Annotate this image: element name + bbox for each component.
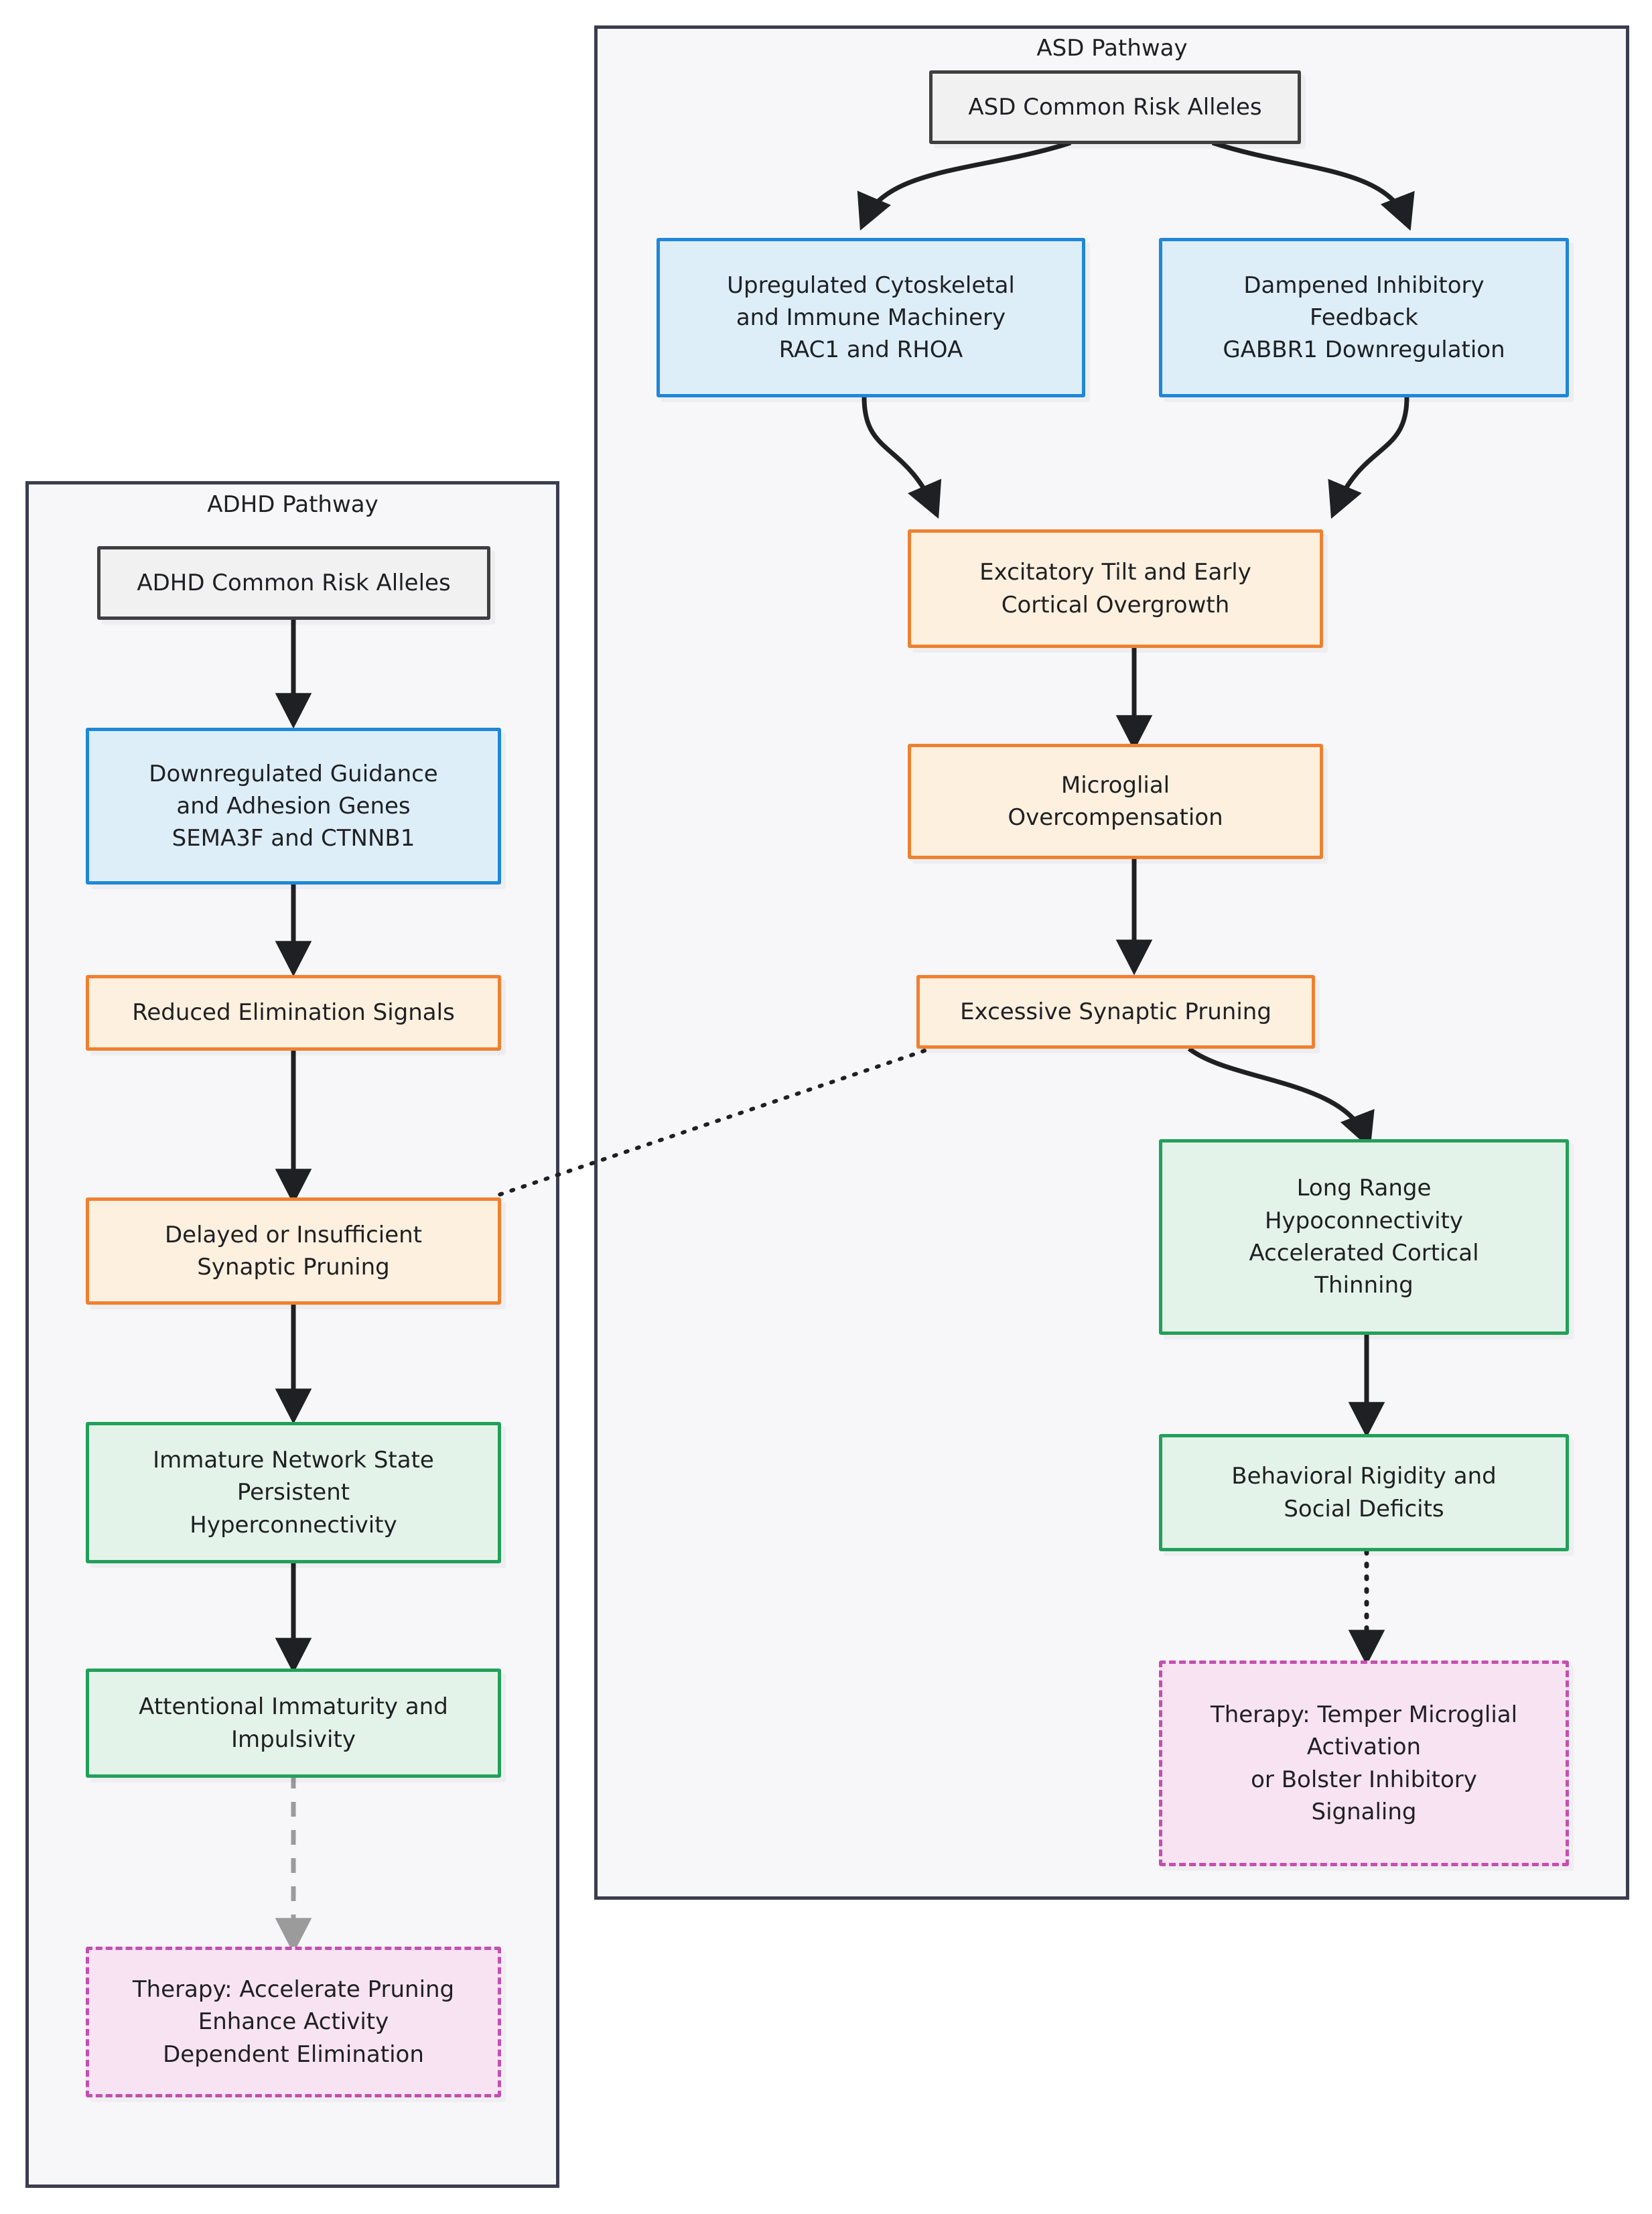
node-label: Excessive Synaptic Pruning <box>960 998 1271 1025</box>
node-label: Dampened Inhibitory Feedback GABBR1 Down… <box>1223 271 1505 364</box>
node-asd-microglial-overcompensation[interactable]: Microglial Overcompensation <box>908 744 1323 859</box>
node-label: ASD Common Risk Alleles <box>968 93 1262 121</box>
node-label: Microglial Overcompensation <box>1008 771 1223 831</box>
node-label: Immature Network State Persistent Hyperc… <box>153 1447 434 1539</box>
node-label: Attentional Immaturity and Impulsivity <box>139 1693 448 1753</box>
node-asd-dampened-inhibitory-feedback[interactable]: Dampened Inhibitory Feedback GABBR1 Down… <box>1159 238 1569 397</box>
node-asd-excessive-synaptic-pruning[interactable]: Excessive Synaptic Pruning <box>916 975 1315 1049</box>
node-label: Excitatory Tilt and Early Cortical Overg… <box>979 559 1251 618</box>
node-adhd-common-risk-alleles[interactable]: ADHD Common Risk Alleles <box>97 546 490 620</box>
node-adhd-downregulated-guidance-genes[interactable]: Downregulated Guidance and Adhesion Gene… <box>86 728 501 885</box>
node-label: Delayed or Insufficient Synaptic Pruning <box>164 1221 423 1281</box>
node-asd-common-risk-alleles[interactable]: ASD Common Risk Alleles <box>929 70 1301 144</box>
subgraph-asd-title: ASD Pathway <box>1036 35 1188 62</box>
node-label: Therapy: Accelerate Pruning Enhance Acti… <box>132 1976 455 2068</box>
node-label: Upregulated Cytoskeletal and Immune Mach… <box>727 271 1015 364</box>
node-adhd-therapy[interactable]: Therapy: Accelerate Pruning Enhance Acti… <box>86 1947 501 2097</box>
subgraph-adhd-title: ADHD Pathway <box>207 491 378 518</box>
node-asd-therapy[interactable]: Therapy: Temper Microglial Activation or… <box>1159 1661 1569 1866</box>
node-adhd-reduced-elimination-signals[interactable]: Reduced Elimination Signals <box>86 975 501 1051</box>
node-asd-excitatory-tilt[interactable]: Excitatory Tilt and Early Cortical Overg… <box>908 529 1323 648</box>
node-label: Behavioral Rigidity and Social Deficits <box>1231 1463 1497 1522</box>
node-asd-upregulated-cytoskeletal[interactable]: Upregulated Cytoskeletal and Immune Mach… <box>657 238 1085 397</box>
node-adhd-attentional-immaturity[interactable]: Attentional Immaturity and Impulsivity <box>86 1669 501 1778</box>
node-adhd-delayed-synaptic-pruning[interactable]: Delayed or Insufficient Synaptic Pruning <box>86 1197 501 1305</box>
node-label: ADHD Common Risk Alleles <box>137 569 451 596</box>
node-asd-behavioral-rigidity[interactable]: Behavioral Rigidity and Social Deficits <box>1159 1434 1569 1551</box>
node-label: Therapy: Temper Microglial Activation or… <box>1210 1701 1518 1825</box>
node-label: Reduced Elimination Signals <box>132 999 455 1027</box>
node-label: Long Range Hypoconnectivity Accelerated … <box>1249 1175 1479 1299</box>
node-asd-long-range-hypoconnectivity[interactable]: Long Range Hypoconnectivity Accelerated … <box>1159 1139 1569 1335</box>
node-adhd-immature-network-state[interactable]: Immature Network State Persistent Hyperc… <box>86 1422 501 1563</box>
node-label: Downregulated Guidance and Adhesion Gene… <box>149 760 438 852</box>
